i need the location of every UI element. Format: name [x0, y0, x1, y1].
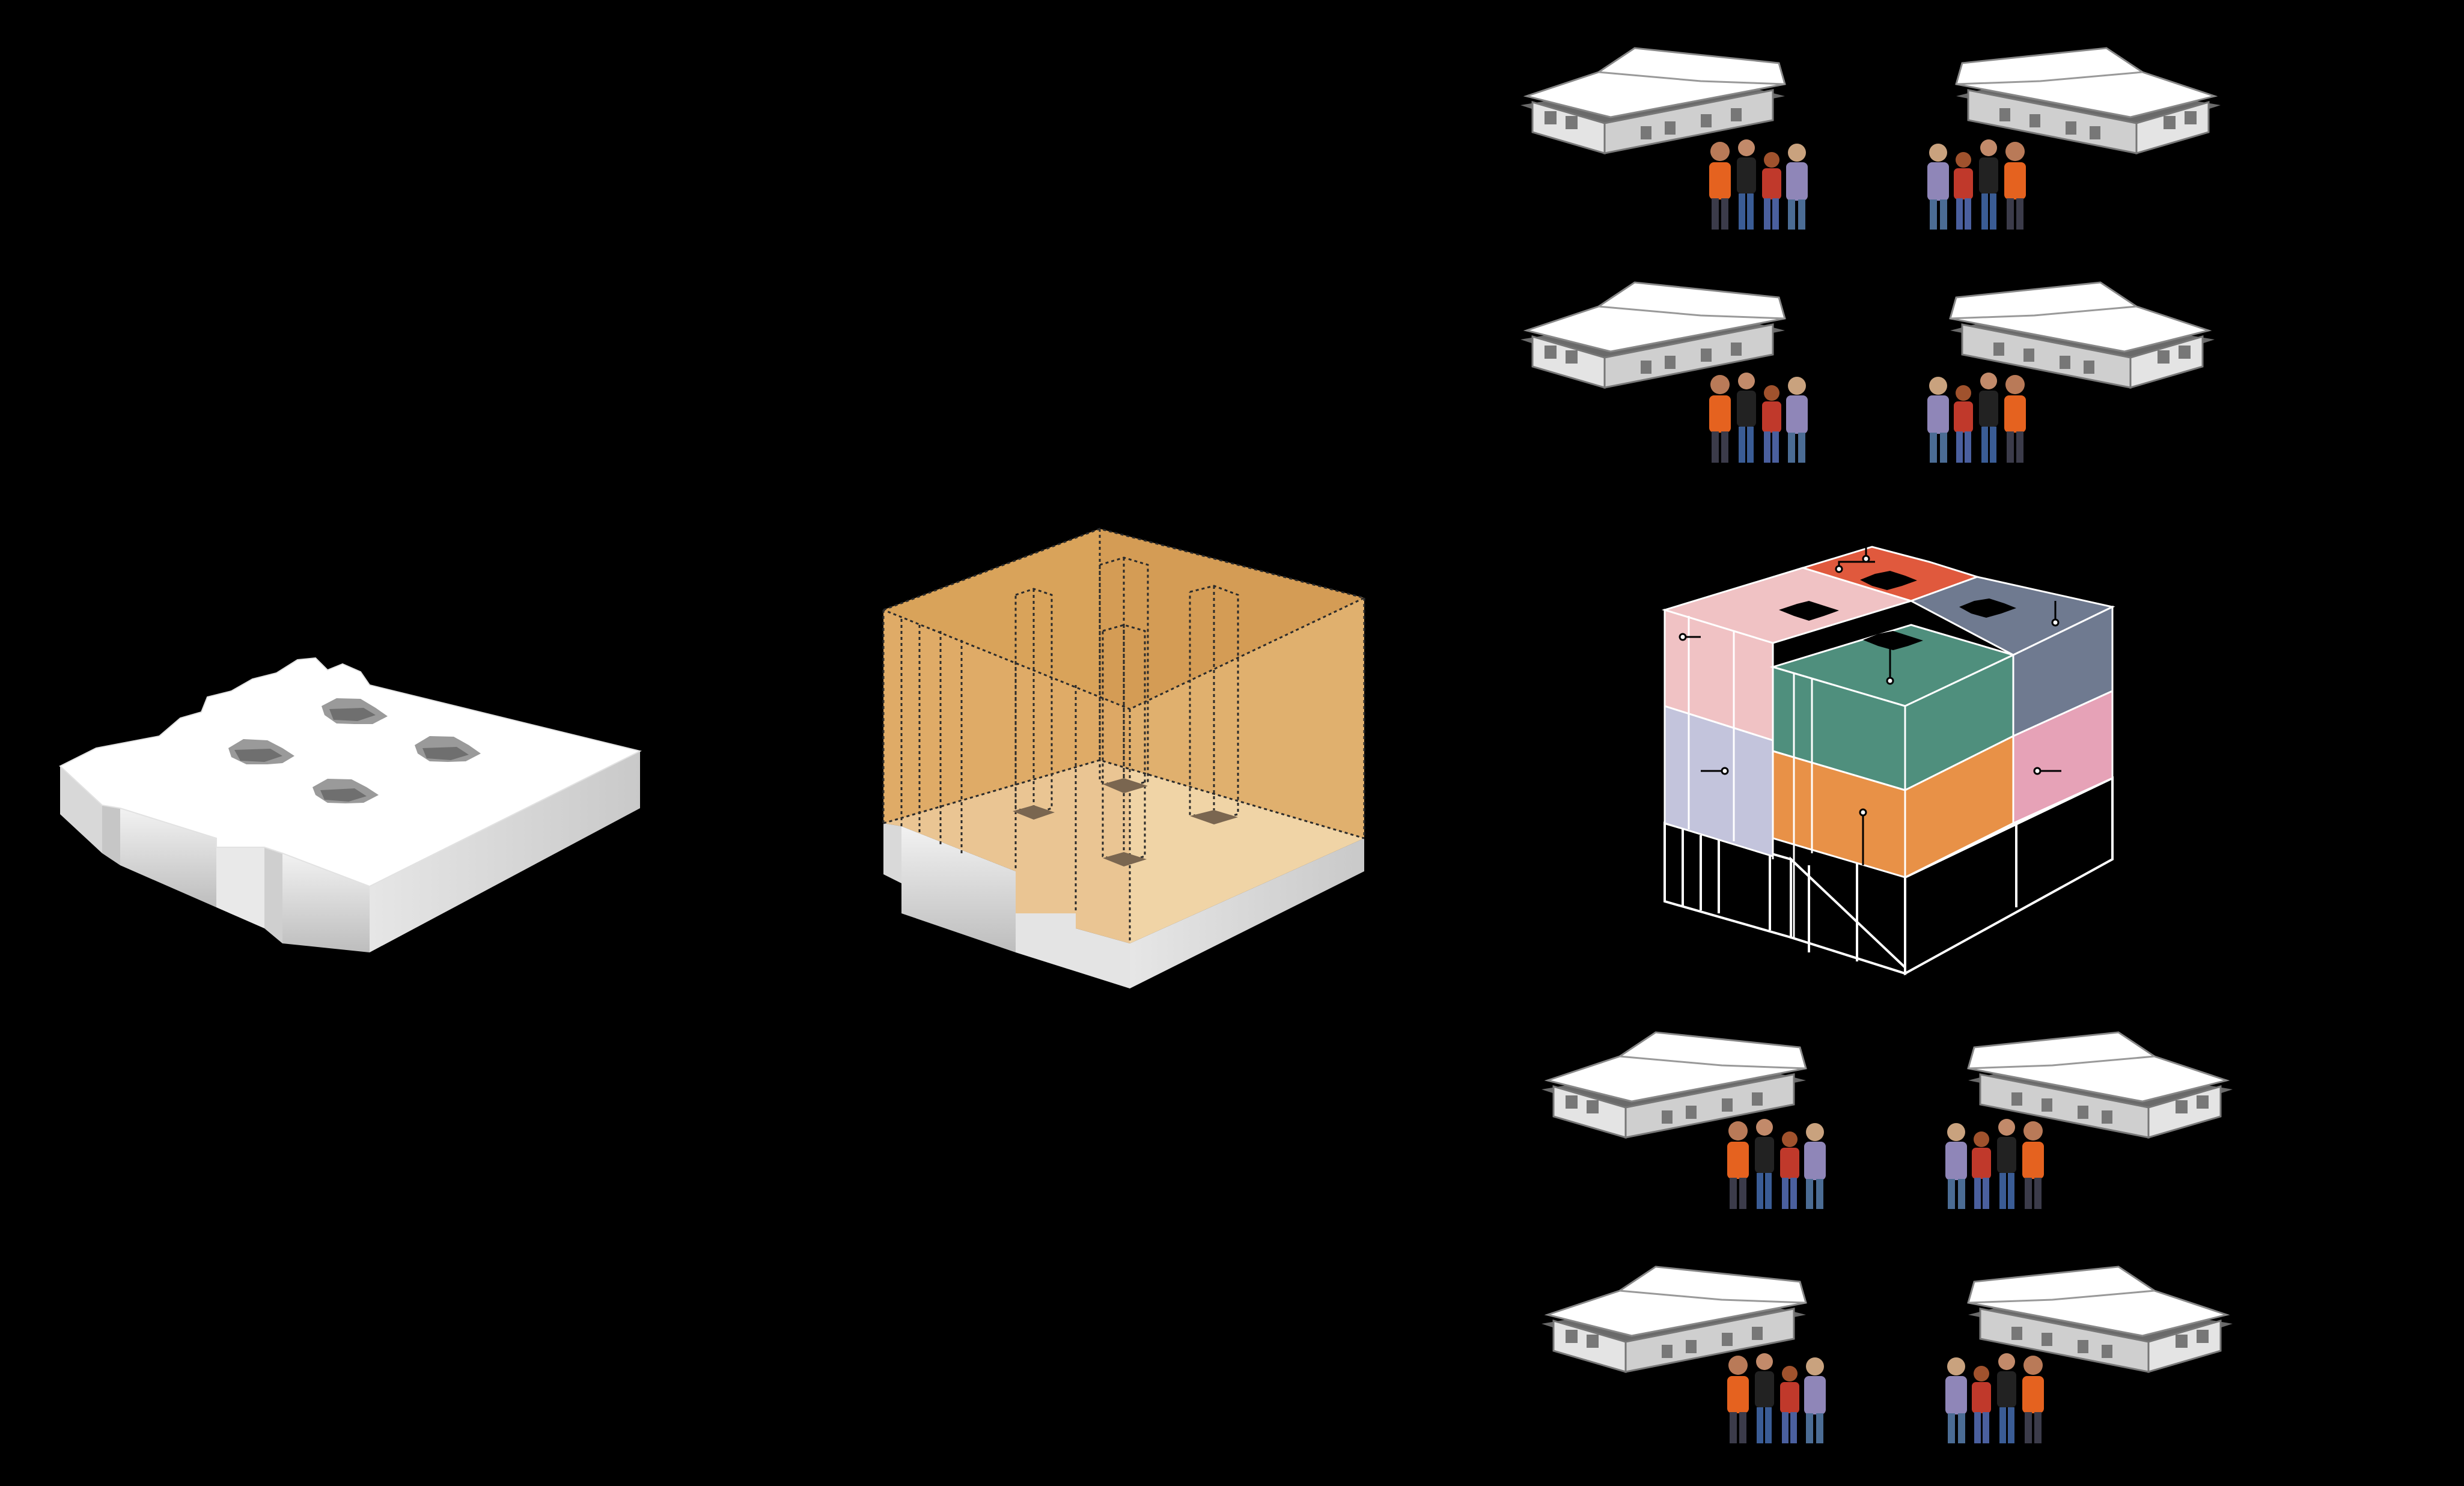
family-icon: [1709, 139, 1808, 230]
void-openings: [228, 698, 481, 803]
family-icon: [1927, 373, 2026, 463]
family-icon: [1945, 1353, 2044, 1443]
extrusion-outlines: [882, 528, 1367, 943]
site-slab-model: [59, 657, 642, 952]
floor-void-shadows: [1013, 778, 1238, 866]
house-icon: [1955, 47, 2222, 154]
family-icon: [1727, 1119, 1826, 1209]
house-icon: [1519, 47, 1786, 154]
family-icon: [1927, 139, 2026, 230]
unit-voids: [1779, 571, 2016, 650]
extruded-volume-model: [882, 528, 1367, 988]
stacked-units-model: [1661, 543, 2115, 976]
house-icon: [1519, 281, 1786, 389]
family-icon: [1727, 1353, 1826, 1443]
family-icon: [1709, 373, 1808, 463]
house-icon: [1949, 281, 2216, 389]
family-icon: [1945, 1119, 2044, 1209]
